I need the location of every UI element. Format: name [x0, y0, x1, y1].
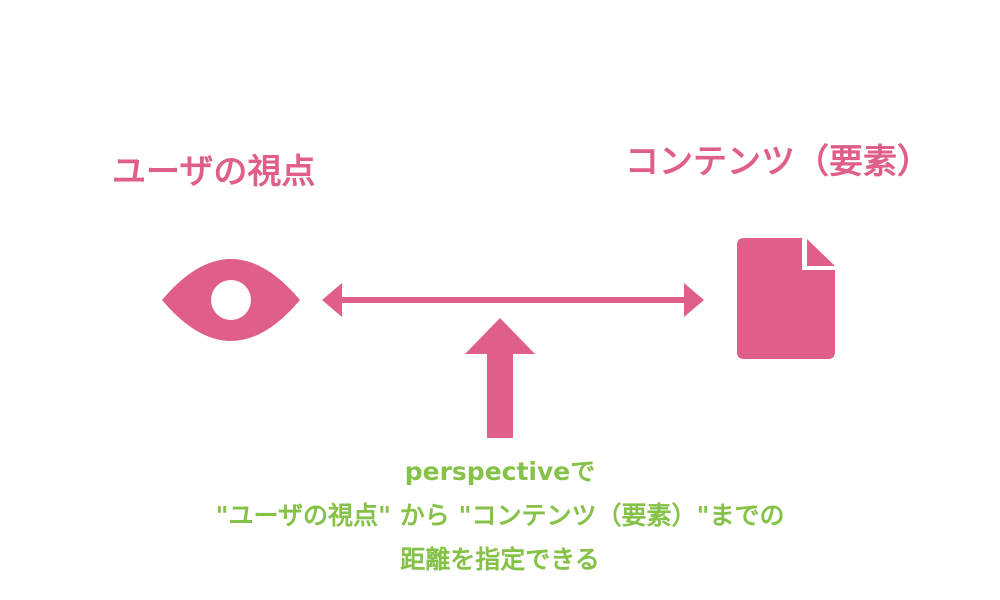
caption: perspectiveで "ユーザの視点" から "コンテンツ（要素）"までの … — [120, 450, 880, 582]
content-label: コンテンツ（要素） — [625, 142, 931, 182]
caption-line-2: "ユーザの視点" から "コンテンツ（要素）"までの — [215, 501, 785, 530]
viewer-label: ユーザの視点 — [112, 152, 316, 192]
document-icon — [737, 238, 835, 359]
caption-line-1: perspectiveで — [404, 457, 596, 486]
distance-double-arrow — [322, 283, 704, 317]
caption-line-3: 距離を指定できる — [400, 545, 600, 574]
eye-icon — [162, 259, 300, 341]
pointer-up-arrow — [465, 318, 535, 438]
